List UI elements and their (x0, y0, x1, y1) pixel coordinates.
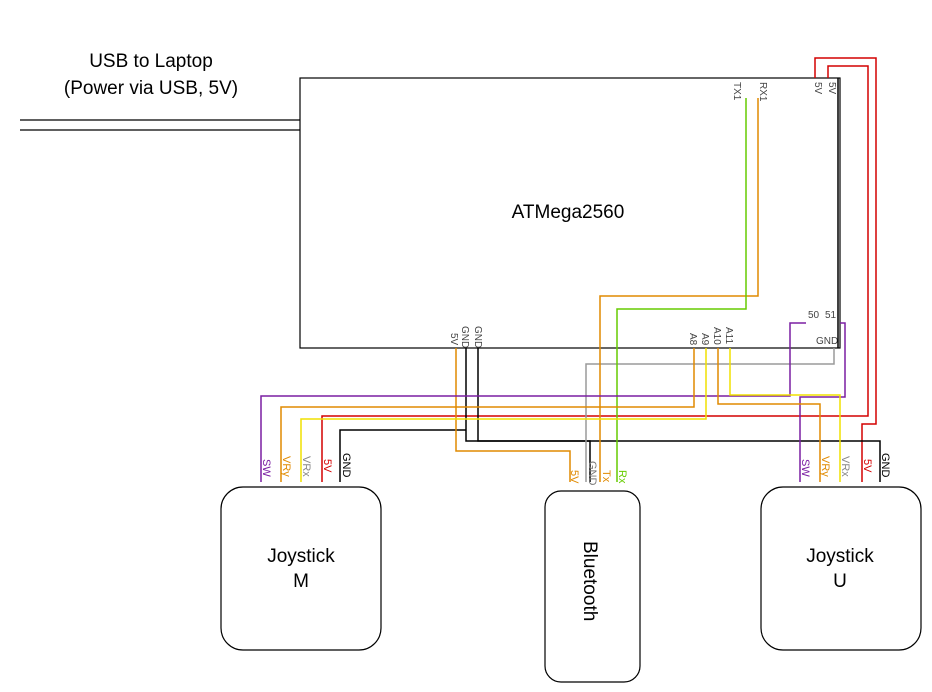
joystick-u-pin-sw: SW (799, 459, 811, 477)
mcu-pin-tx1: TX1 (731, 82, 742, 101)
mcu-pin-a11: A11 (723, 327, 734, 344)
joystick-u-pin-vry: VRy (819, 456, 831, 477)
joystick-u-line2: U (833, 571, 847, 592)
joystick-m-pin-vrx: VRx (300, 456, 312, 477)
mcu-pin-a8: A8 (687, 333, 698, 346)
mcu-pin-5v-b: 5V (826, 82, 837, 95)
wire-gnd-to-bt (465, 348, 591, 482)
joystick-m-line1: Joystick (267, 546, 335, 567)
mcu-pin-51: 51 (825, 310, 837, 321)
bluetooth-pin-tx: Tx (600, 470, 612, 483)
mcu-box (299, 77, 841, 349)
mcu-pin-a9: A9 (699, 333, 710, 346)
bluetooth-name: Bluetooth (579, 541, 600, 621)
bluetooth-pin-5v: 5V (568, 470, 580, 484)
wire-vrx-m (300, 348, 707, 482)
wire-5v-outer (814, 57, 877, 482)
wire-sw-u (799, 322, 846, 482)
joystick-u-box (760, 486, 922, 651)
bluetooth-pin-gnd: GND (586, 461, 598, 486)
joystick-m-box (220, 486, 382, 651)
wire-5v-bt (455, 348, 571, 482)
joystick-m-pin-5v: 5V (321, 459, 333, 473)
joystick-m-pin-gnd: GND (340, 453, 352, 478)
bluetooth-pin-rx: Rx (616, 470, 628, 484)
mcu-pin-5v-bottom: 5V (448, 333, 459, 346)
wire-sw-m (260, 322, 792, 482)
mcu-pin-rx1: RX1 (757, 82, 768, 102)
wire-vrx-u (729, 348, 841, 482)
mcu-pin-gnd-2: GND (472, 326, 483, 348)
wire-5v-inner (321, 65, 869, 482)
wire-vry-u (717, 348, 821, 482)
joystick-m-pin-sw: SW (260, 459, 272, 477)
usb-cable (20, 119, 300, 131)
wire-gnd-gray (585, 348, 835, 482)
joystick-u-pin-gnd: GND (879, 453, 891, 478)
mcu-pin-5v-a: 5V (812, 82, 823, 95)
wire-bt-tx (599, 98, 759, 482)
usb-label-line1: USB to Laptop (89, 51, 213, 72)
mcu-name: ATMega2560 (512, 202, 625, 223)
wire-vry-m (280, 348, 695, 482)
bluetooth-box (544, 490, 641, 683)
joystick-u-line1: Joystick (806, 546, 874, 567)
mcu-pin-gnd-1: GND (459, 326, 470, 348)
mcu-pin-50: 50 (808, 310, 820, 321)
wire-gnd-to-jm (339, 429, 466, 482)
mcu-pin-a10: A10 (711, 327, 722, 345)
usb-label-line2: (Power via USB, 5V) (64, 78, 238, 99)
joystick-u-pin-5v: 5V (861, 459, 873, 473)
mcu-pin-gnd-3: GND (816, 336, 838, 347)
joystick-m-line2: M (293, 571, 309, 592)
wire-gnd-to-ju (477, 348, 881, 482)
joystick-m-pin-vry: VRy (280, 456, 292, 477)
joystick-u-pin-vrx: VRx (839, 456, 851, 477)
